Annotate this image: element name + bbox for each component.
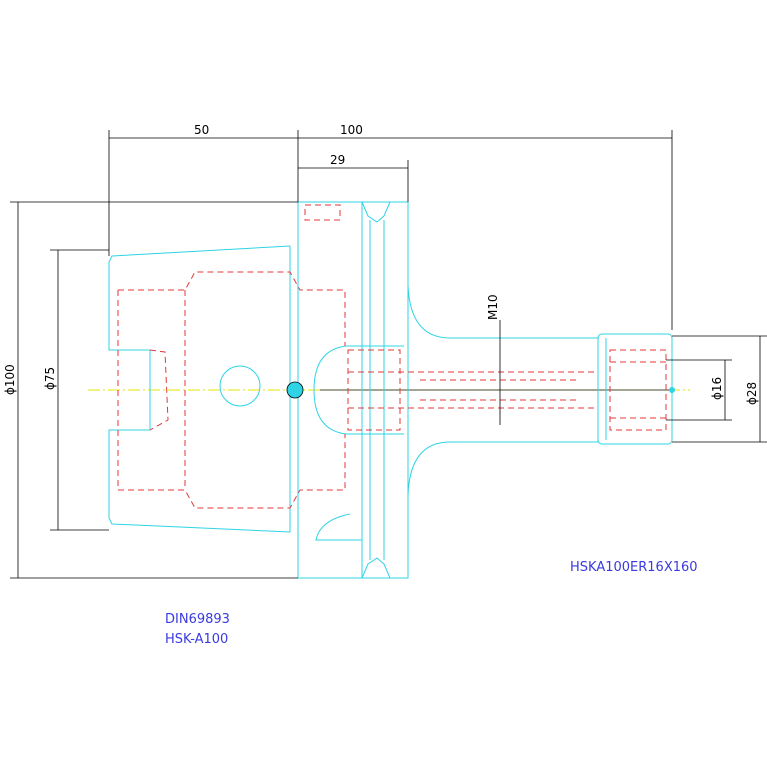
dim-50: 50	[194, 123, 209, 137]
part-outline	[108, 201, 675, 579]
dim-phi75: ϕ75	[43, 367, 57, 390]
model-label: HSKA100ER16X160	[570, 560, 698, 575]
dim-100: 100	[340, 123, 363, 137]
dimension-lines	[10, 130, 767, 579]
interface-label: HSK-A100	[165, 632, 228, 647]
dim-29: 29	[330, 153, 345, 167]
hidden-lines	[117, 204, 667, 509]
center-marker	[286, 381, 304, 399]
standard-label: DIN69893	[165, 612, 230, 627]
dim-m10: M10	[486, 294, 500, 320]
dim-phi28: ϕ28	[745, 382, 759, 405]
dim-phi16: ϕ16	[710, 377, 724, 400]
dim-phi100: ϕ100	[3, 364, 17, 395]
